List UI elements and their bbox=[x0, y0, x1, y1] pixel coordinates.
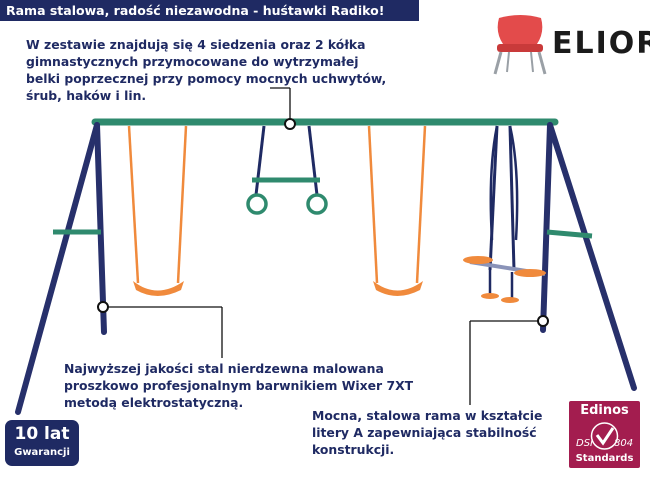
right-leg-back bbox=[540, 122, 553, 333]
feature-note-frame: Mocna, stalowa rama w kształcie litery A… bbox=[312, 408, 543, 457]
glider-footrest-left bbox=[481, 293, 499, 299]
swing-1-seat bbox=[133, 281, 184, 296]
swing-2-rope-right bbox=[415, 125, 427, 284]
warranty-label: Gwarancji bbox=[14, 447, 70, 458]
swing-1-rope-left bbox=[127, 125, 140, 284]
callout-marker-beam bbox=[284, 118, 296, 130]
rings-strap-right bbox=[307, 125, 319, 196]
feature-note-seats: W zestawie znajdują się 4 siedzenia oraz… bbox=[26, 37, 387, 103]
brand-logo bbox=[493, 15, 547, 75]
left-leg-back bbox=[94, 122, 107, 335]
gym-ring-left bbox=[246, 193, 268, 215]
rings-strap-left bbox=[254, 125, 266, 196]
certificate-badge: Edinos DSI 804 Standards bbox=[569, 401, 640, 468]
gym-ring-right bbox=[306, 193, 328, 215]
warranty-badge: 10 lat Gwarancji bbox=[5, 420, 79, 466]
swing-2-rope-left bbox=[367, 125, 379, 284]
swing-2-seat bbox=[373, 281, 423, 296]
right-leg-front bbox=[547, 122, 637, 391]
right-brace bbox=[546, 229, 593, 239]
glider-seat-left bbox=[463, 256, 493, 264]
glider-arm-right bbox=[508, 125, 516, 271]
warranty-years: 10 lat bbox=[14, 424, 70, 444]
certificate-mark-left: DSI bbox=[576, 438, 593, 449]
glider-arm-left bbox=[488, 125, 499, 271]
checkmark-shield-icon bbox=[590, 422, 619, 450]
certificate-label: Standards bbox=[575, 453, 634, 464]
page-title: Rama stalowa, radość niezawodna - huśtaw… bbox=[0, 0, 419, 21]
certificate-brand: Edinos bbox=[580, 403, 629, 418]
swing-1-rope-right bbox=[176, 125, 188, 284]
feature-note-steel: Najwyższej jakości stal nierdzewna malow… bbox=[64, 361, 414, 410]
chair-icon bbox=[493, 15, 547, 75]
left-leg-front bbox=[15, 122, 100, 415]
certificate-mark-right: 804 bbox=[614, 438, 634, 449]
callout-marker-steel bbox=[97, 301, 109, 313]
glider-seat-right bbox=[514, 269, 546, 277]
callout-marker-frame bbox=[537, 315, 549, 327]
glider-footrest-right bbox=[501, 297, 519, 303]
brand-name: ELIOR bbox=[552, 26, 650, 61]
